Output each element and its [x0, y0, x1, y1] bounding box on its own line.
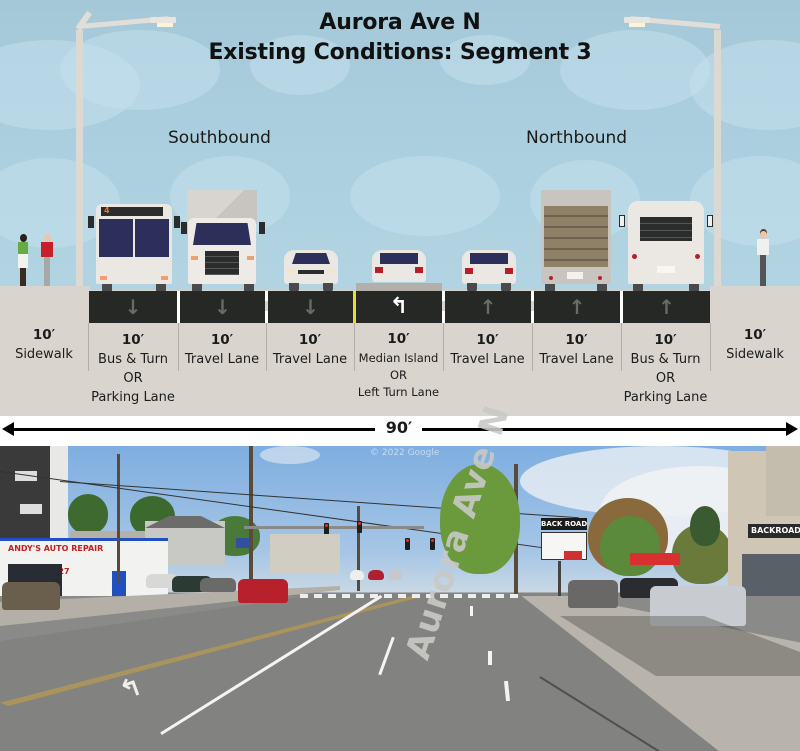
- car: [388, 570, 402, 580]
- left-turn-arrow-icon: ↰: [389, 294, 409, 319]
- column-separator: [354, 323, 355, 371]
- traffic-signal-icon: [357, 521, 362, 533]
- traffic-signal-icon: [324, 523, 329, 535]
- lane-line-dashed: [265, 291, 268, 323]
- column-separator: [443, 323, 444, 371]
- pedestrian-icon: [756, 231, 770, 288]
- lane-sb-travel-1: ↓: [180, 291, 265, 323]
- red-car: [238, 579, 288, 603]
- column-separator: [710, 323, 711, 371]
- northbound-label: Northbound: [526, 128, 628, 148]
- lane-nb-travel-2: ↑: [534, 291, 620, 323]
- car-rear-icon: [462, 246, 518, 292]
- parked-car: [146, 574, 178, 588]
- column-separator: [178, 323, 179, 371]
- column-separator: [88, 323, 89, 371]
- lane-line-dashed: [442, 291, 445, 323]
- parked-car: [568, 580, 618, 608]
- arrow-down-icon: ↓: [214, 295, 231, 319]
- lane-label-nb-travel-2: 10′Travel Lane: [539, 332, 614, 367]
- lane-nb-bus: ↑: [623, 291, 710, 323]
- lane-line-dashed: [531, 291, 534, 323]
- bus-route-number: 4: [104, 206, 110, 215]
- arrow-up-icon: ↑: [658, 295, 675, 319]
- car-rear-icon: [372, 246, 428, 286]
- car: [368, 570, 384, 580]
- lane-sb-travel-2: ↓: [268, 291, 353, 323]
- tree: [440, 464, 520, 574]
- silver-car: [650, 586, 746, 626]
- total-width-dimension: 90′: [0, 416, 800, 444]
- parked-car: [2, 582, 60, 610]
- car-front-icon: [284, 246, 340, 292]
- store-sign: BACK ROAD: [541, 518, 588, 530]
- auto-repair-sign: ANDY'S AUTO REPAIR: [8, 544, 104, 553]
- column-separator: [266, 323, 267, 371]
- column-separator: [532, 323, 533, 371]
- column-separator: [621, 323, 622, 371]
- bus-front-icon: 4: [88, 202, 180, 293]
- truck-rear-icon: [541, 190, 613, 293]
- arrow-up-icon: ↑: [479, 295, 497, 319]
- lane-line-solid: [177, 291, 180, 323]
- diagram-subtitle: Existing Conditions: Segment 3: [208, 40, 592, 65]
- diagram-title: Aurora Ave N: [319, 10, 481, 35]
- sidewalk-right: [710, 286, 800, 416]
- arrow-down-icon: ↓: [124, 295, 142, 319]
- traffic-signal-icon: [430, 538, 435, 550]
- sidewalk-left: [0, 286, 90, 416]
- traffic-signal-icon: [405, 538, 410, 550]
- southbound-label: Southbound: [168, 128, 271, 148]
- lane-label-sb-travel-2: 10′Travel Lane: [272, 332, 348, 367]
- median-line-yellow: [353, 291, 356, 323]
- arrow-down-icon: ↓: [302, 295, 319, 319]
- lane-sb-bus: ↓: [89, 291, 177, 323]
- lane-label-nb-travel-1: 10′Travel Lane: [450, 332, 525, 367]
- lane-line-solid: [620, 291, 623, 323]
- parked-car: [200, 578, 236, 592]
- car: [350, 570, 364, 580]
- lane-label-sidewalk-right: 10′Sidewalk: [726, 327, 784, 362]
- lane-label-sb-travel-1: 10′Travel Lane: [184, 332, 260, 367]
- store-building-sign: BACKROAD: [748, 524, 800, 538]
- total-width-label: 90′: [385, 418, 413, 437]
- arrow-left-icon: [2, 422, 14, 436]
- arrow-up-icon: ↑: [568, 295, 586, 319]
- arrow-right-icon: [786, 422, 798, 436]
- lane-label-sidewalk-left: 10′Sidewalk: [15, 327, 73, 362]
- lane-nb-travel-1: ↑: [445, 291, 531, 323]
- truck-front-icon: [180, 190, 266, 293]
- street-view-photo: ANDY'S AUTO REPAIR 7 4-4727 BACK ROAD BA…: [0, 446, 800, 751]
- photo-watermark: © 2022 Google: [370, 448, 440, 458]
- lane-center-turn: ↰: [356, 291, 442, 323]
- median-curb: [356, 283, 442, 291]
- pedestrian-icon: [16, 234, 30, 288]
- street-cross-section-diagram: Aurora Ave N Existing Conditions: Segmen…: [0, 0, 800, 416]
- pedestrian-icon: [40, 234, 54, 288]
- bus-rear-icon: [619, 201, 713, 293]
